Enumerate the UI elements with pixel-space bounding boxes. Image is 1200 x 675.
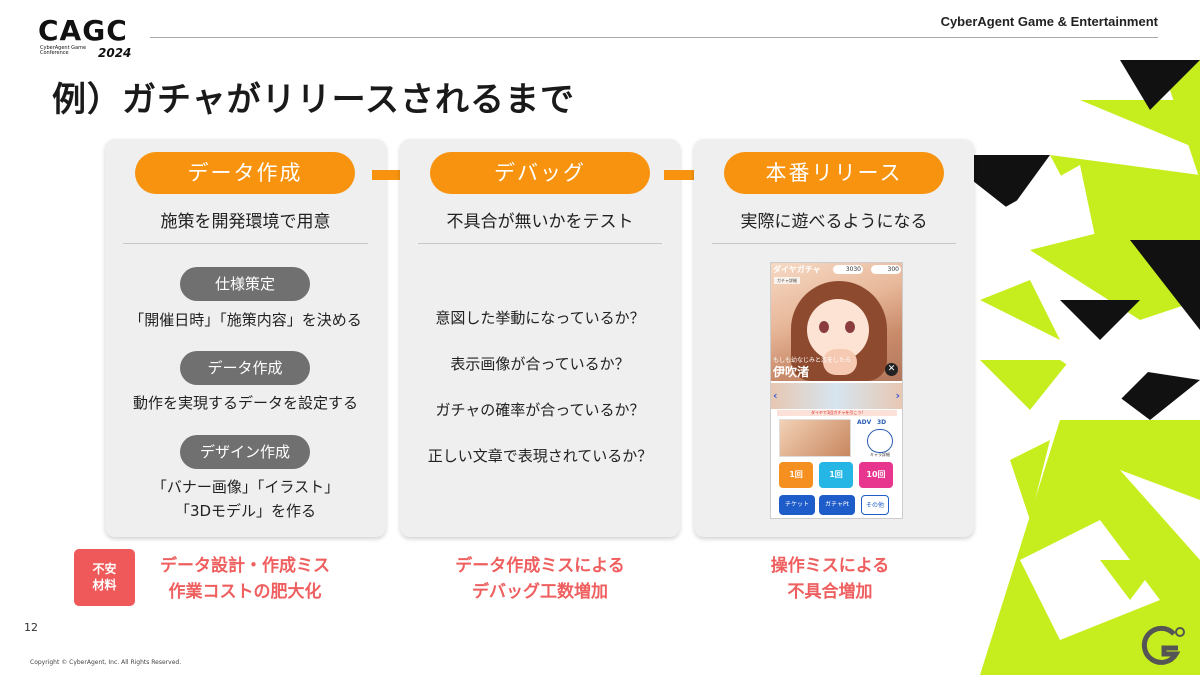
chevron-left-icon: ‹ (773, 389, 778, 402)
risk-text: 操作ミスによる 不具合増加 (725, 553, 935, 605)
panel-divider (123, 243, 368, 244)
item-description: 「開催日時」「施策内容」を決める (129, 311, 362, 329)
ticket-button: チケット (779, 495, 815, 515)
risk-line: 操作ミスによる (770, 556, 890, 576)
character-detail-label: キャラ詳細 (870, 452, 890, 457)
panel-divider (712, 243, 956, 244)
slide-title: 例）ガチャがリリースされるまで (52, 80, 575, 120)
gacha-pull-button: 1回 (779, 462, 813, 488)
step-label: 本番リリース (724, 152, 944, 194)
character-hand (823, 349, 857, 375)
gacha-info-strip: ダイヤで1回ガチャを引こう! (777, 410, 897, 416)
gacha-art-thumbnail (779, 419, 851, 457)
chevron-right-icon: › (895, 389, 900, 402)
risk-line: デバッグ工数増加 (472, 582, 608, 602)
item-description: 動作を実現するデータを設定する (132, 394, 358, 412)
step-label: データ作成 (135, 152, 355, 194)
risk-line: データ作成ミスによる (455, 556, 625, 576)
step-subtitle: 不具合が無いかをテスト (446, 212, 634, 232)
check-item: 表示画像が合っているか？ (450, 355, 630, 373)
currency-counter: 3030 (833, 265, 863, 274)
step-label: デバッグ (430, 152, 650, 194)
risk-text: データ設計・作成ミス 作業コストの肥大化 (140, 553, 350, 605)
risk-line: データ設計・作成ミス (160, 556, 330, 576)
close-icon: ✕ (885, 363, 898, 376)
item-description-line: 「3Dモデル」を作る (174, 502, 317, 520)
item-description-line: 「バナー画像」「イラスト」 (151, 478, 340, 496)
character-icon (867, 429, 893, 453)
check-item: 正しい文章で表現されているか？ (427, 447, 653, 465)
anxiety-badge-line: 材料 (92, 578, 117, 592)
header-divider (150, 37, 1158, 38)
logo-year-text: 2024 (98, 46, 132, 60)
character-caption: もしも幼なじみと恋をしたら (773, 357, 852, 364)
character-name: 伊吹渚 (773, 365, 810, 379)
cagc-logo: CAGC CyberAgent Game Conference 2024 (38, 16, 133, 64)
other-button: その他 (861, 495, 889, 515)
check-item: ガチャの確率が合っているか？ (435, 401, 645, 419)
panel-divider (418, 243, 662, 244)
logo-main-text: CAGC (38, 14, 128, 47)
publisher-logo-icon (1141, 625, 1185, 665)
gacha-pt-button: ガチャPt (819, 495, 855, 515)
page-number: 12 (24, 621, 38, 634)
gacha-banner (771, 383, 902, 409)
copyright: Copyright © CyberAgent, Inc. All Rights … (30, 659, 182, 666)
check-item: 意図した挙動になっているか？ (435, 309, 645, 327)
currency-counter: 300 (871, 265, 901, 274)
risk-line: 不具合増加 (787, 582, 873, 602)
gacha-pull-button: 10回 (859, 462, 893, 488)
geometric-decoration (940, 60, 1200, 675)
gacha-screen-mockup: ダイヤガチャ 3030 300 ガチャ詳細 もしも幼なじみと恋をしたら 伊吹渚 … (770, 262, 903, 519)
company-name: CyberAgent Game & Entertainment (940, 14, 1158, 29)
step-panel-debug: デバッグ 不具合が無いかをテスト 意図した挙動になっているか？ 表示画像が合って… (400, 139, 680, 537)
gacha-title: ダイヤガチャ (773, 265, 821, 274)
gacha-detail-tag: ガチャ詳細 (774, 277, 800, 284)
anxiety-badge-line: 不安 (92, 562, 117, 576)
item-tag: デザイン作成 (180, 435, 310, 469)
item-description: 「バナー画像」「イラスト」 「3Dモデル」を作る (105, 475, 386, 523)
item-tag: 仕様策定 (180, 267, 310, 301)
mode-3d-label: 3D (877, 419, 887, 426)
risk-line: 作業コストの肥大化 (168, 582, 322, 602)
step-subtitle: 実際に遊べるようになる (740, 212, 928, 232)
step-subtitle: 施策を開発環境で用意 (160, 212, 331, 232)
anxiety-badge: 不安 材料 (74, 549, 135, 606)
character-eye (819, 321, 829, 333)
step-panel-data-creation: データ作成 施策を開発環境で用意 仕様策定 「開催日時」「施策内容」を決める デ… (105, 139, 386, 537)
mode-adv-label: ADV (857, 419, 872, 426)
character-eye (845, 321, 855, 333)
gacha-pull-button: 1回 (819, 462, 853, 488)
logo-sub-text: CyberAgent Game Conference (40, 45, 87, 56)
risk-text: データ作成ミスによる デバッグ工数増加 (430, 553, 650, 605)
step-panel-release: 本番リリース 実際に遊べるようになる ダイヤガチャ 3030 300 ガチャ詳細… (694, 139, 974, 537)
item-tag: データ作成 (180, 351, 310, 385)
